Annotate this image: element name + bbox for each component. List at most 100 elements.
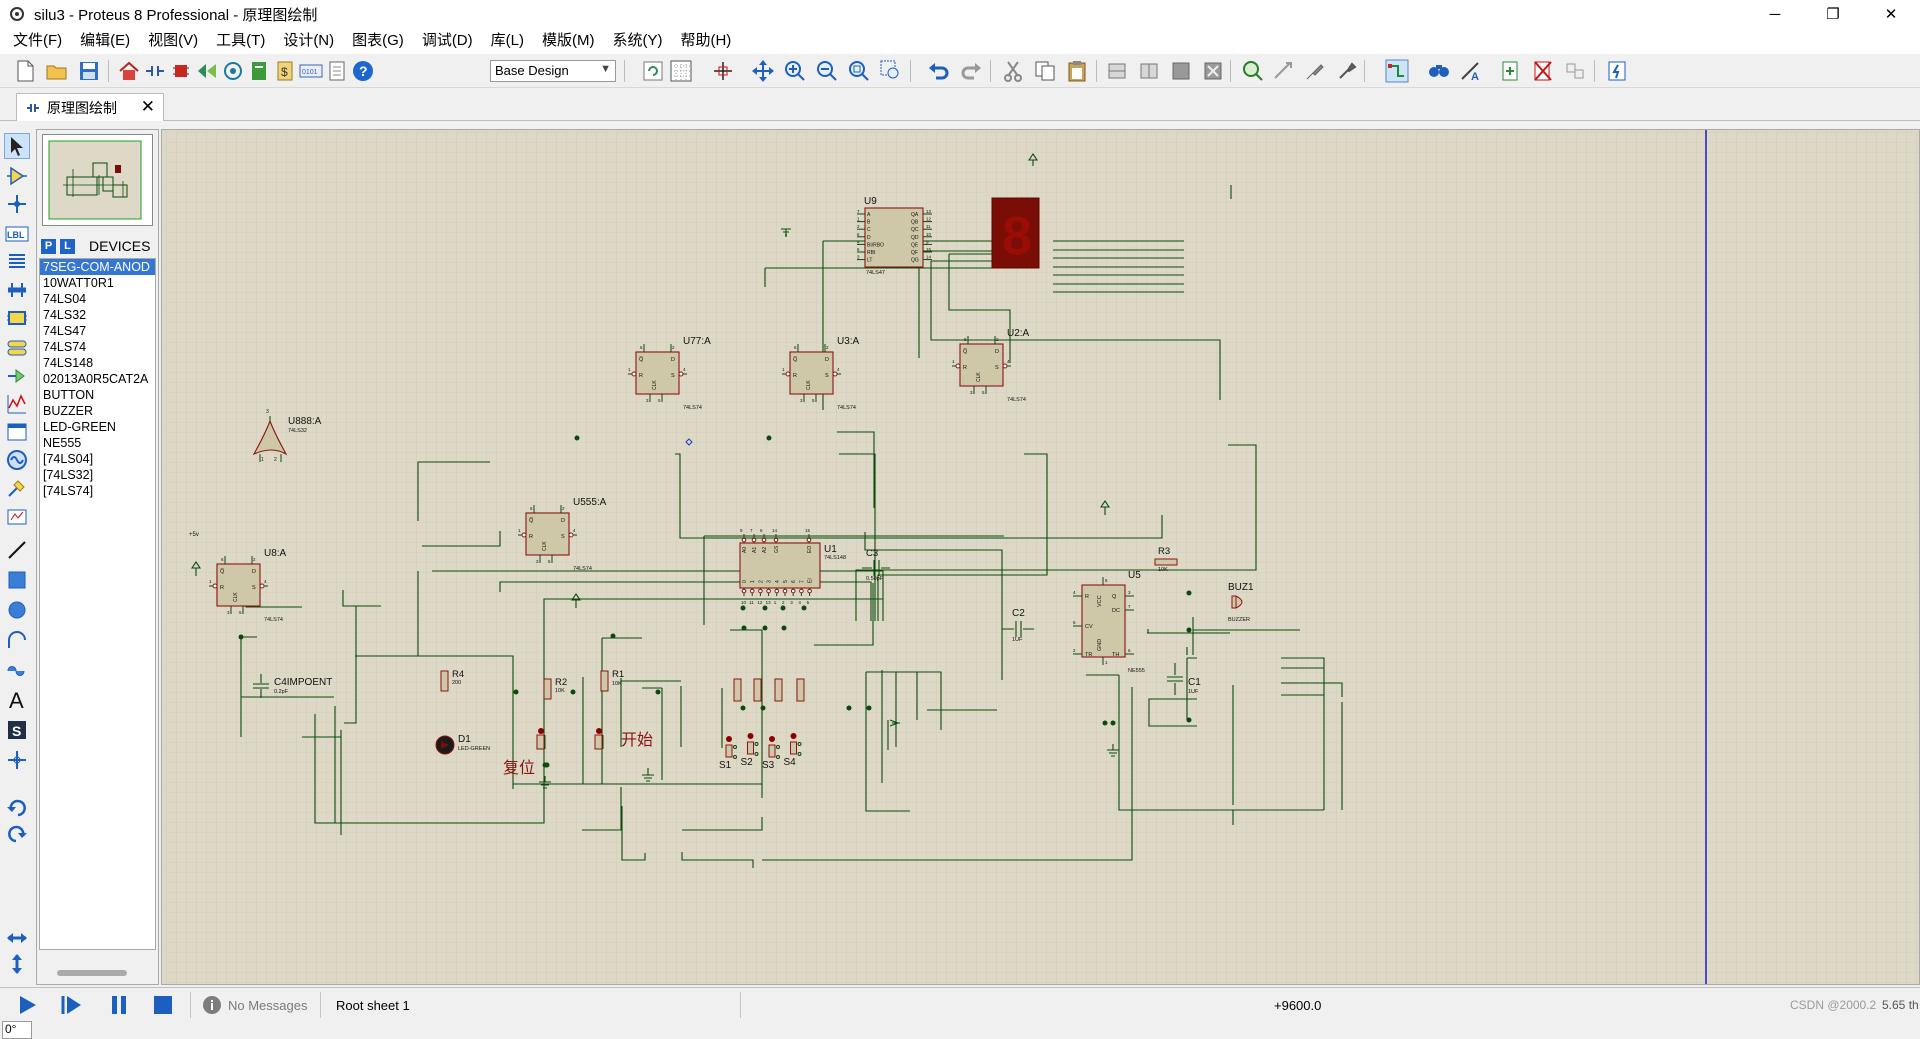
wire-label-icon[interactable]: LBL <box>4 221 30 247</box>
pcb-layout-icon[interactable] <box>168 58 194 84</box>
design-explorer-icon[interactable] <box>246 58 272 84</box>
generator-mode-icon[interactable] <box>4 447 30 473</box>
device-list-item[interactable]: [74LS74] <box>43 484 94 498</box>
u888a-or-gate[interactable]: 3 1 2 U888:A 74LS32 <box>252 409 322 463</box>
block-delete-icon[interactable] <box>1200 58 1226 84</box>
make-device-icon[interactable] <box>1270 58 1296 84</box>
block-copy-icon[interactable] <box>1104 58 1130 84</box>
u1-priority-encoder[interactable]: U1 74LS148 A09A17A26GS14EO15010111212313… <box>739 528 846 605</box>
redo-icon[interactable] <box>958 58 984 84</box>
device-list-item[interactable]: 74LS74 <box>43 340 87 354</box>
device-list-item[interactable]: LED-GREEN <box>43 420 116 434</box>
device-list-item[interactable]: NE555 <box>43 436 82 450</box>
play-button[interactable] <box>16 992 40 1018</box>
copy-icon[interactable] <box>1032 58 1058 84</box>
device-list-item[interactable]: 74LS32 <box>43 308 87 322</box>
menu-file[interactable]: 文件(F) <box>13 32 63 49</box>
start-pushbutton[interactable] <box>594 728 604 750</box>
menu-help[interactable]: 帮助(H) <box>680 32 732 49</box>
device-list-item[interactable]: 74LS148 <box>43 356 94 370</box>
new-file-icon[interactable] <box>12 58 38 84</box>
paste-icon[interactable] <box>1064 58 1090 84</box>
cut-icon[interactable] <box>1000 58 1026 84</box>
step-button[interactable] <box>60 992 84 1018</box>
device-list-item[interactable]: 10WATT0R1 <box>43 276 114 290</box>
schematic-drawing[interactable]: +5v U9 74LS47 A7B1C2D6BI/RBO4RBI5LT3QA13… <box>162 130 1919 984</box>
menu-tools[interactable]: 工具(T) <box>216 32 266 49</box>
device-list-item[interactable]: 7SEG-COM-ANOD <box>40 259 155 275</box>
messages-indicator[interactable]: No Messages <box>202 992 307 1018</box>
d1-led[interactable]: D1 LED-GREEN <box>435 734 490 755</box>
home-icon[interactable] <box>116 58 142 84</box>
restore-button[interactable]: ❐ <box>1826 6 1840 23</box>
device-pins-icon[interactable] <box>4 363 30 389</box>
menu-design[interactable]: 设计(N) <box>283 32 335 49</box>
open-folder-icon[interactable] <box>44 58 70 84</box>
line-tool-icon[interactable] <box>4 537 30 563</box>
menu-view[interactable]: 视图(V) <box>148 32 199 49</box>
device-list-item[interactable]: [74LS04] <box>43 452 94 466</box>
zoom-area-icon[interactable] <box>878 58 904 84</box>
exit-to-parent-icon[interactable] <box>1562 58 1588 84</box>
remove-sheet-icon[interactable] <box>1530 58 1556 84</box>
menu-debug[interactable]: 调试(D) <box>421 32 473 49</box>
mirror-horizontal-icon[interactable] <box>4 925 30 951</box>
text-script-icon[interactable] <box>4 249 30 275</box>
rotation-angle-field[interactable]: 0° <box>2 1021 32 1039</box>
reset-pushbutton[interactable] <box>536 728 546 750</box>
device-list-item[interactable]: 74LS04 <box>43 292 87 306</box>
rotate-clockwise-icon[interactable] <box>4 793 30 819</box>
block-move-icon[interactable] <box>1136 58 1162 84</box>
subcircuit-icon[interactable] <box>4 305 30 331</box>
library-manager-button[interactable]: L <box>60 238 75 254</box>
component-mode-icon[interactable] <box>4 163 30 189</box>
minimize-button[interactable]: ─ <box>1769 5 1781 23</box>
menu-library[interactable]: 库(L) <box>490 32 524 49</box>
text-tool-icon[interactable]: A <box>4 687 30 713</box>
new-sheet-icon[interactable] <box>1498 58 1524 84</box>
arc-tool-icon[interactable] <box>4 627 30 653</box>
search-tag-icon[interactable] <box>1426 58 1452 84</box>
pause-button[interactable] <box>108 992 130 1018</box>
device-list-item[interactable]: BUTTON <box>43 388 95 402</box>
notes-icon[interactable] <box>324 58 350 84</box>
circle-tool-icon[interactable] <box>4 597 30 623</box>
stop-button[interactable] <box>152 992 174 1018</box>
close-tab-icon[interactable]: ✕ <box>140 97 155 116</box>
pick-devices-button[interactable]: P <box>41 238 56 254</box>
u9-bcd-decoder[interactable]: U9 74LS47 A7B1C2D6BI/RBO4RBI5LT3QA13QB12… <box>857 196 932 276</box>
design-variant-select[interactable]: Base Design▼ <box>490 60 616 82</box>
pick-device-icon[interactable] <box>1240 58 1266 84</box>
schematic-capture-icon[interactable] <box>142 58 168 84</box>
tab-schematic-capture[interactable]: 原理图绘制 ✕ <box>16 93 164 121</box>
close-button[interactable]: ✕ <box>1884 6 1898 23</box>
graph-mode-icon[interactable] <box>4 391 30 417</box>
probe-mode-icon[interactable] <box>4 475 30 501</box>
box-tool-icon[interactable] <box>4 567 30 593</box>
source-code-icon[interactable]: 0101 <box>298 58 324 84</box>
undo-icon[interactable] <box>926 58 952 84</box>
bus-icon[interactable] <box>4 277 30 303</box>
selection-mode-icon[interactable] <box>4 133 30 159</box>
device-list-item[interactable]: BUZZER <box>43 404 93 418</box>
property-assignment-icon[interactable]: A <box>1458 58 1484 84</box>
rotate-anticlockwise-icon[interactable] <box>4 819 30 845</box>
zoom-in-icon[interactable] <box>782 58 808 84</box>
menu-template[interactable]: 模版(M) <box>541 32 595 49</box>
device-list-scrollbar[interactable] <box>57 970 127 976</box>
3d-viewer-icon[interactable] <box>194 58 220 84</box>
packaging-tool-icon[interactable] <box>1302 58 1328 84</box>
menu-edit[interactable]: 编辑(E) <box>80 32 131 49</box>
zoom-all-icon[interactable] <box>846 58 872 84</box>
gerber-viewer-icon[interactable] <box>220 58 246 84</box>
device-list-item[interactable]: [74LS32] <box>43 468 94 482</box>
decompose-icon[interactable] <box>1334 58 1360 84</box>
